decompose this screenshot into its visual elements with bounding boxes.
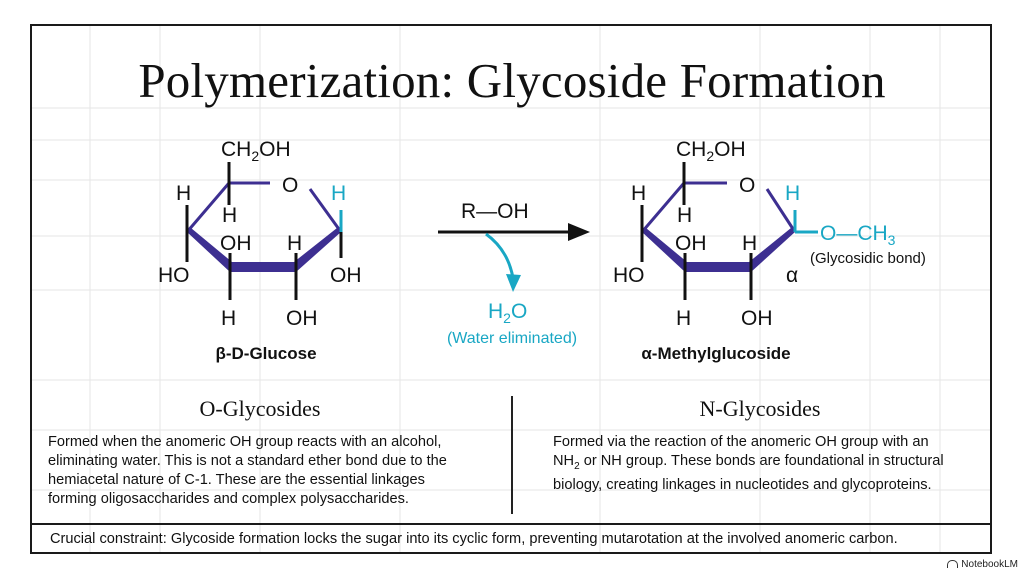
n-glycosides-text: Formed via the reaction of the anomeric …: [553, 434, 944, 493]
oh-label: OH: [741, 307, 773, 330]
ho-label: HO: [613, 264, 645, 287]
ch2oh-label: CH2OH: [676, 138, 746, 164]
h-label: H: [677, 204, 692, 227]
right-molecule-name: α-Methylglucoside: [641, 344, 790, 363]
ring-oxygen-label: O: [739, 174, 755, 197]
anomeric-h-label: H: [785, 182, 800, 205]
section-divider: [511, 396, 513, 514]
elimination-arrow: [485, 232, 515, 279]
n-glycosides-title: N-Glycosides: [699, 396, 821, 421]
footer-constraint: Crucial constraint: Glycoside formation …: [30, 523, 992, 554]
ch2oh-label: CH2OH: [221, 138, 291, 164]
reagent-label: R—OH: [461, 200, 529, 223]
ho-label: HO: [158, 264, 190, 287]
page-title: Polymerization: Glycoside Formation: [138, 53, 886, 108]
left-molecule-name: β-D-Glucose: [215, 344, 316, 363]
h-label: H: [742, 232, 757, 255]
left-glucose-structure: CH2OH O H H H HO OH H OH H OH β-D-Glucos…: [158, 138, 362, 363]
h-label: H: [676, 307, 691, 330]
h-label: H: [287, 232, 302, 255]
water-label: H2O: [488, 300, 527, 326]
notebooklm-logo-icon: [947, 560, 959, 569]
brand-watermark: NotebookLM: [947, 559, 1018, 570]
o-glycosides-text: Formed when the anomeric OH group reacts…: [48, 434, 447, 507]
methoxy-label: O—CH3: [820, 222, 896, 248]
h-label: H: [221, 307, 236, 330]
glycosidic-bond-note: (Glycosidic bond): [810, 250, 926, 267]
reaction-diagram: CH2OH O H H H HO OH H OH H OH β-D-Glucos…: [158, 138, 926, 363]
arrow-head-icon: [568, 223, 590, 241]
oh-label: OH: [286, 307, 318, 330]
oh-label: OH: [675, 232, 707, 255]
ring-oxygen-label: O: [282, 174, 298, 197]
anomeric-h-label: H: [331, 182, 346, 205]
elimination-arrow-head-icon: [506, 274, 521, 292]
water-note: (Water eliminated): [447, 330, 577, 347]
h-label: H: [176, 182, 191, 205]
h-label: H: [631, 182, 646, 205]
oh-label: OH: [330, 264, 362, 287]
reaction-arrow-group: R—OH H2O (Water eliminated): [438, 200, 590, 347]
right-methylglucoside-structure: CH2OH O H O—CH3 (Glycosidic bond) α H H …: [613, 138, 926, 363]
outer-frame: [30, 24, 992, 554]
oh-label: OH: [220, 232, 252, 255]
o-glycosides-title: O-Glycosides: [199, 396, 321, 421]
alpha-label: α: [786, 264, 798, 287]
h-label: H: [222, 204, 237, 227]
